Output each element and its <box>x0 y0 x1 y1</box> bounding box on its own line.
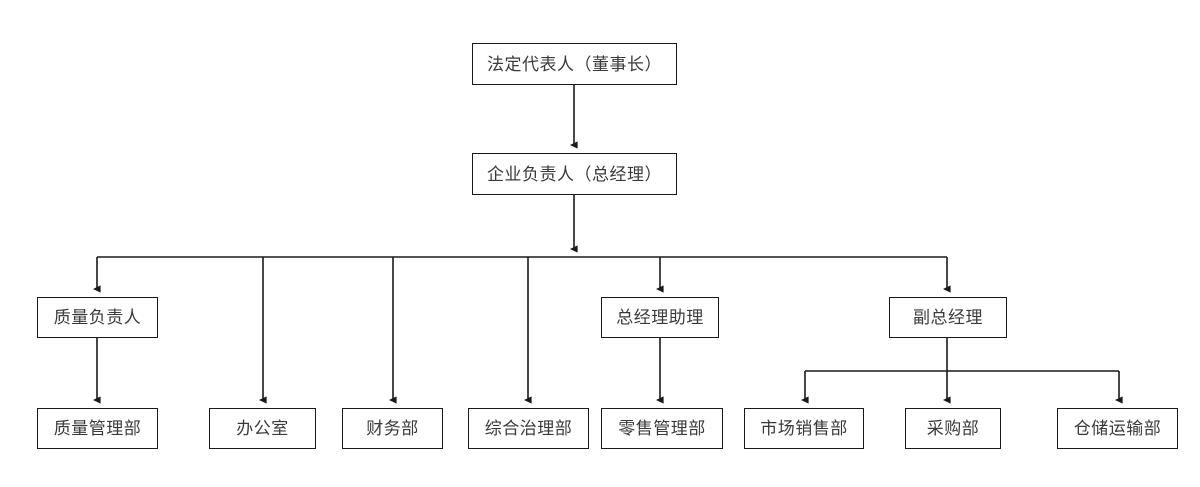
node-label-warehouse-transport-dept: 仓储运输部 <box>1073 419 1162 438</box>
node-legal-representative[interactable]: 法定代表人（董事长） <box>472 43 677 85</box>
node-label-legal-representative: 法定代表人（董事长） <box>487 54 662 74</box>
node-deputy-gm[interactable]: 副总经理 <box>889 297 1007 338</box>
node-label-gm-assistant: 总经理助理 <box>616 308 704 327</box>
node-label-quality-management-dept: 质量管理部 <box>53 419 142 438</box>
node-general-manager[interactable]: 企业负责人（总经理） <box>472 153 677 195</box>
node-office-dept[interactable]: 办公室 <box>209 408 316 449</box>
node-label-procurement-dept: 采购部 <box>926 419 980 438</box>
node-finance-dept[interactable]: 财务部 <box>342 408 443 449</box>
node-label-general-manager: 企业负责人（总经理） <box>487 164 662 184</box>
node-procurement-dept[interactable]: 采购部 <box>905 408 1001 449</box>
node-retail-management-dept[interactable]: 零售管理部 <box>601 408 723 449</box>
node-general-governance-dept[interactable]: 综合治理部 <box>468 408 589 449</box>
node-label-quality-officer: 质量负责人 <box>53 308 142 327</box>
node-label-finance-dept: 财务部 <box>366 419 419 438</box>
node-quality-officer[interactable]: 质量负责人 <box>37 297 158 338</box>
node-quality-management-dept[interactable]: 质量管理部 <box>37 408 158 449</box>
node-marketing-sales-dept[interactable]: 市场销售部 <box>744 408 864 449</box>
node-label-marketing-sales-dept: 市场销售部 <box>760 419 848 438</box>
node-label-general-governance-dept: 综合治理部 <box>484 419 573 438</box>
node-gm-assistant[interactable]: 总经理助理 <box>601 297 719 338</box>
node-label-office-dept: 办公室 <box>236 419 289 438</box>
node-label-deputy-gm: 副总经理 <box>913 308 983 327</box>
node-label-retail-management-dept: 零售管理部 <box>618 419 706 438</box>
node-warehouse-transport-dept[interactable]: 仓储运输部 <box>1057 408 1178 449</box>
